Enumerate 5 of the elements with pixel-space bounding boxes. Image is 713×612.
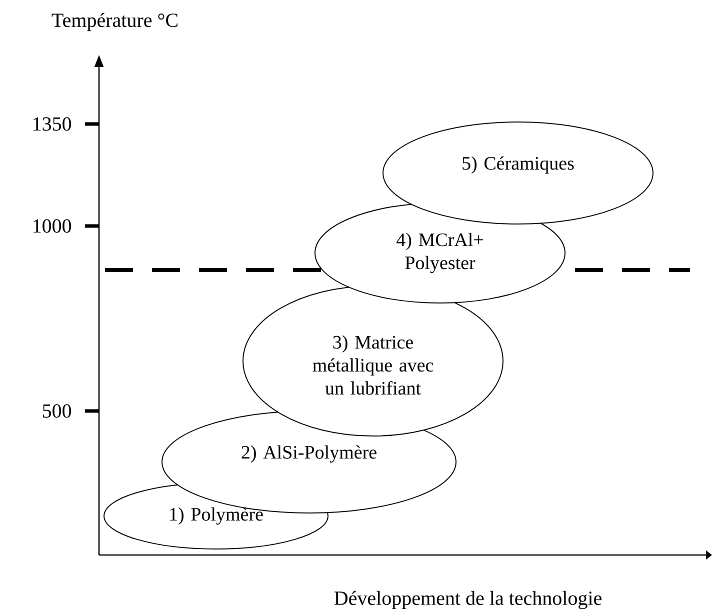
- tick-label: 1350: [34, 117, 72, 131]
- tick-label: 1000: [34, 219, 72, 233]
- tick-label: 500: [42, 404, 72, 418]
- axis-title: Température °C: [52, 12, 178, 32]
- axis-title: Développement de la technologie: [334, 590, 602, 610]
